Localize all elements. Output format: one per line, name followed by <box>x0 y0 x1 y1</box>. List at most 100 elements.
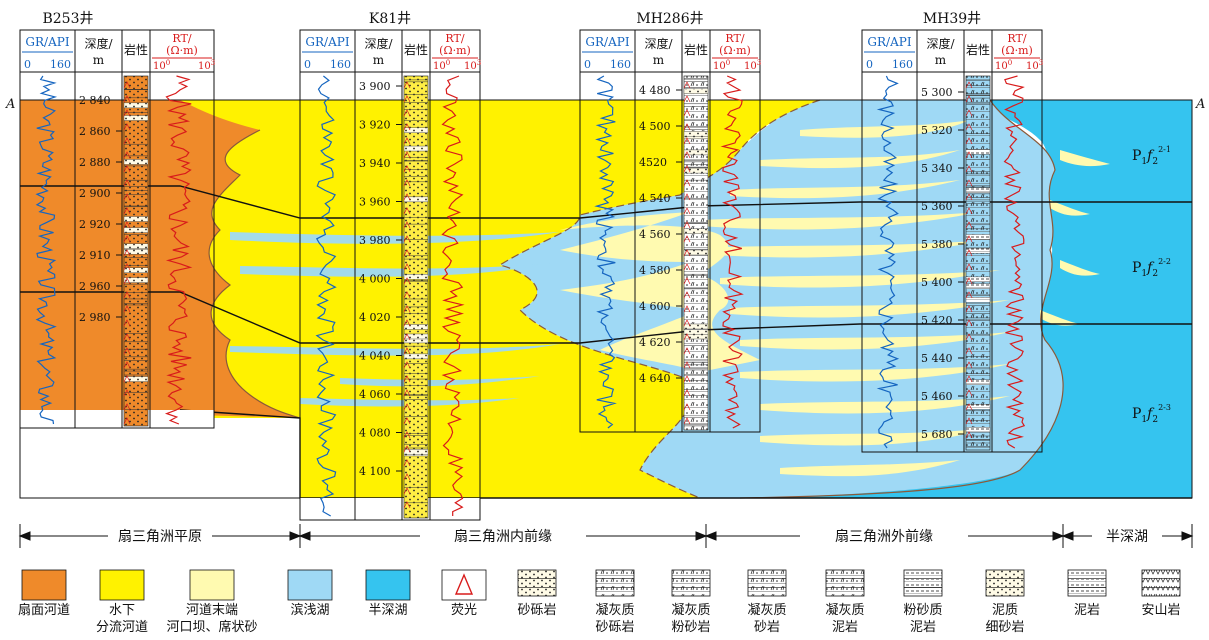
legend-label: 凝灰质 <box>595 602 634 618</box>
rt-header: RT/ <box>1007 32 1026 45</box>
rt-curve <box>720 75 744 429</box>
depth-label: 5 460 <box>921 390 953 403</box>
legend-swatch <box>595 569 635 597</box>
legend-swatch <box>99 569 145 601</box>
section-end-marker: A <box>1195 97 1205 112</box>
depth-label: 5 360 <box>921 200 953 213</box>
gr-min: 0 <box>866 58 873 71</box>
gr-max: 160 <box>610 58 631 71</box>
facies-body <box>19 99 1193 499</box>
rt-unit: (Ω·m) <box>719 44 751 57</box>
depth-label: 5 440 <box>921 352 953 365</box>
depth-unit: m <box>653 53 665 67</box>
gr-curve <box>35 75 58 425</box>
legend-label: 安山岩 <box>1141 603 1180 618</box>
gr-min: 0 <box>304 58 311 71</box>
zone-semi-deep-lake: 半深湖 <box>1106 529 1148 545</box>
well-frame <box>579 29 761 433</box>
depth-label: 4 060 <box>359 388 391 401</box>
legend-item-fan-channel: 扇面河道 <box>18 569 70 618</box>
gr-curve <box>315 75 337 517</box>
legend-label: 粉砂质 <box>903 603 942 618</box>
section-start-marker: A <box>5 97 15 112</box>
depth-label: 3 940 <box>359 157 391 170</box>
depth-label: 2 920 <box>79 218 111 231</box>
legend-label-line2: 粉砂岩 <box>671 620 710 635</box>
legend-label: 凝灰质 <box>671 602 710 618</box>
depth-label: 4 480 <box>639 84 671 97</box>
depth-label: 4 100 <box>359 465 391 478</box>
depth-label: 4 540 <box>639 192 671 205</box>
fan-channel-body <box>20 100 300 418</box>
legend-label: 滨浅湖 <box>290 602 329 618</box>
legend-label-line2: 泥岩 <box>910 620 936 635</box>
legend: 扇面河道水下分流河道河道末端河口坝、席状砂滨浅湖半深湖荧光砂砾岩凝灰质砂砾岩凝灰… <box>18 569 1181 635</box>
gr-header: GR/API <box>867 35 911 49</box>
legend-item-shallow-lake: 滨浅湖 <box>287 569 333 618</box>
well-name: B253井 <box>42 11 93 27</box>
legend-swatch <box>903 569 943 597</box>
gr-header: GR/API <box>305 35 349 49</box>
depth-label: 3 960 <box>359 196 391 209</box>
facies-zone-bar: 扇三角洲平原 扇三角洲内前缘 扇三角洲外前缘 半深湖 <box>18 524 1194 548</box>
depth-label: 2 900 <box>79 187 111 200</box>
legend-item-semi-deep-lake: 半深湖 <box>365 569 411 618</box>
depth-label: 4 560 <box>639 228 671 241</box>
legend-label-line2: 分流河道 <box>96 620 148 635</box>
legend-swatch <box>189 569 235 601</box>
rt-unit: (Ω·m) <box>166 44 198 57</box>
underwater-channel-body <box>180 100 820 498</box>
legend-label: 凝灰质 <box>747 602 786 618</box>
depth-label: 3 920 <box>359 119 391 132</box>
depth-label: 2 910 <box>79 249 111 262</box>
legend-label: 扇面河道 <box>18 602 70 618</box>
shallow-lake-body <box>500 100 1064 498</box>
rt-header: RT/ <box>172 32 191 45</box>
gr-max: 160 <box>892 58 913 71</box>
rt-unit: (Ω·m) <box>439 44 471 57</box>
zone-inner-front: 扇三角洲内前缘 <box>454 528 552 545</box>
legend-label: 砂砾岩 <box>517 603 556 618</box>
rt-header: RT/ <box>725 32 744 45</box>
depth-header: 深度/ <box>84 36 113 51</box>
depth-label: 4 080 <box>359 427 391 440</box>
legend-label: 半深湖 <box>368 603 407 618</box>
legend-label: 泥质 <box>992 603 1018 618</box>
depth-label: 3 900 <box>359 80 391 93</box>
legend-label: 凝灰质 <box>825 602 864 618</box>
depth-label: 4 500 <box>639 120 671 133</box>
rt-curve <box>1003 75 1026 449</box>
lithology-header: 岩性 <box>684 42 708 57</box>
rt-unit: (Ω·m) <box>1001 44 1033 57</box>
fluorescence-icon <box>454 573 474 595</box>
legend-swatch <box>985 569 1025 597</box>
depth-unit: m <box>93 53 105 67</box>
gr-min: 0 <box>584 58 591 71</box>
depth-label: 4520 <box>639 156 667 169</box>
depth-label: 5 320 <box>921 124 953 137</box>
legend-label: 荧光 <box>451 603 477 618</box>
well-frame <box>299 29 481 521</box>
semi-deep-lake-body <box>740 100 1192 498</box>
lithology-column <box>965 75 991 451</box>
legend-swatch <box>825 569 865 597</box>
depth-label: 4 020 <box>359 311 391 324</box>
depth-label: 5 420 <box>921 314 953 327</box>
depth-label: 2 980 <box>79 311 111 324</box>
depth-unit: m <box>373 53 385 67</box>
depth-header: 深度/ <box>364 36 393 51</box>
well-frame <box>19 29 215 429</box>
legend-item-sandy-conglomerate: 砂砾岩 <box>517 569 557 618</box>
legend-label-line2: 河口坝、席状砂 <box>166 619 257 635</box>
legend-swatch <box>747 569 787 597</box>
rt-curve <box>441 75 465 516</box>
